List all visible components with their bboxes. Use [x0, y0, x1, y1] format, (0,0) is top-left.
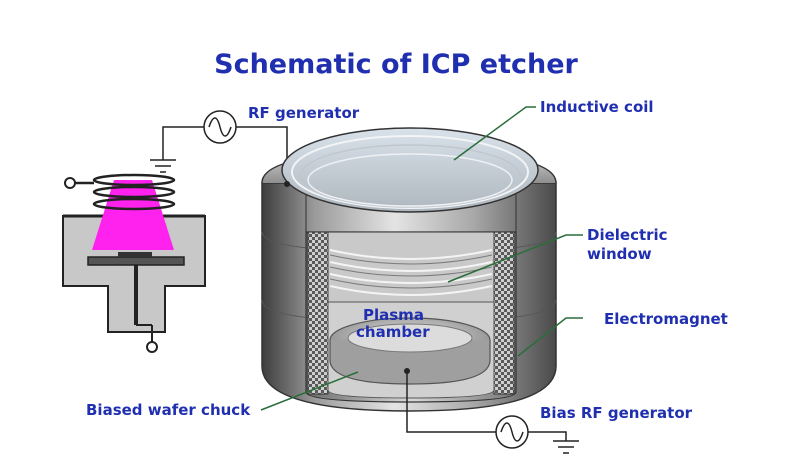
icp-chamber: [261, 127, 557, 412]
label-electromagnet: Electromagnet: [604, 310, 728, 328]
schematic-coil: [72, 173, 176, 211]
ac-source-icon: [495, 415, 529, 449]
dielectric-window: [329, 249, 493, 296]
leader-electromagnet: [517, 317, 583, 357]
ground-icon: [150, 159, 176, 173]
ac-source-icon: [203, 110, 237, 144]
simple-schematic: [62, 173, 206, 353]
label-biased-wafer-chuck: Biased wafer chuck: [86, 401, 251, 419]
leader-lines: [260, 106, 583, 411]
label-plasma-chamber-line2: chamber: [356, 323, 430, 341]
schematic-bias-terminal: [146, 341, 158, 353]
wafer: [347, 323, 473, 353]
leader-inductive-coil: [453, 106, 536, 161]
diagram-title: Schematic of ICP etcher: [214, 49, 578, 80]
leader-wafer-chuck: [260, 371, 359, 411]
ground-icon: [553, 440, 579, 454]
label-rf-generator: RF generator: [248, 104, 360, 122]
schematic-chuck: [87, 256, 185, 266]
inductive-coil: [281, 127, 539, 213]
label-inductive-coil: Inductive coil: [540, 98, 654, 116]
schematic-coil-terminal: [64, 177, 76, 189]
label-dielectric-window-line1: Dielectric: [587, 226, 668, 244]
electromagnet-coil-left: [307, 231, 329, 395]
schematic-wafer: [118, 252, 152, 257]
leader-dielectric-window: [447, 234, 583, 283]
schematic-plasma: [92, 180, 174, 250]
label-dielectric-window-line2: window: [587, 245, 652, 263]
label-plasma-chamber-line1: Plasma: [363, 306, 424, 324]
bias-rf-circuit: [406, 371, 579, 454]
wafer-chuck-side: [329, 340, 491, 385]
label-bias-rf-generator: Bias RF generator: [540, 404, 693, 422]
